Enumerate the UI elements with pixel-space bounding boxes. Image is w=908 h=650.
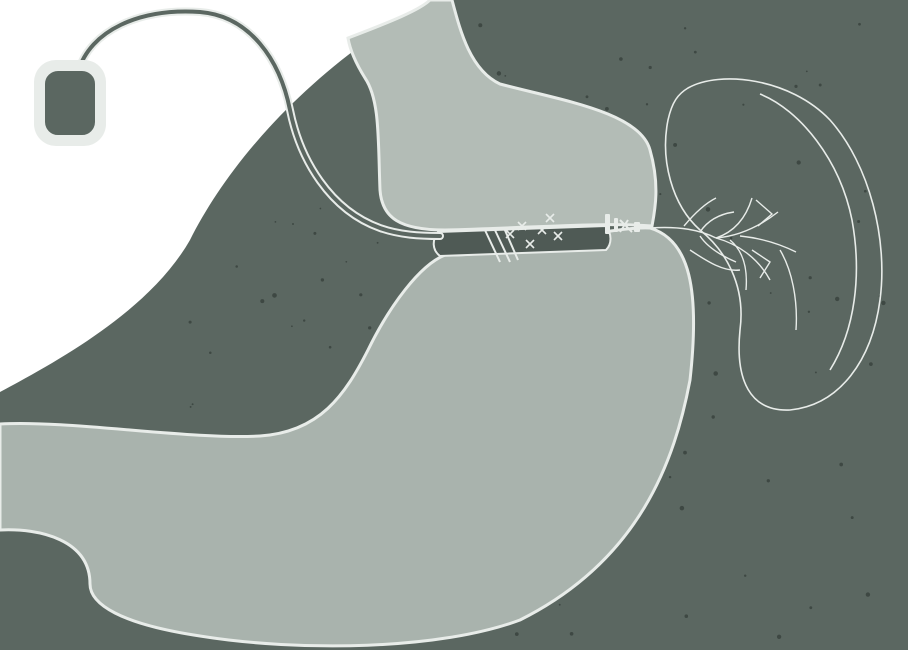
speckle xyxy=(659,193,661,195)
speckle xyxy=(857,220,860,223)
speckle xyxy=(864,190,867,193)
speckle xyxy=(190,406,192,408)
speckle xyxy=(707,301,710,304)
speckle xyxy=(684,27,686,29)
speckle xyxy=(192,403,194,405)
speckle xyxy=(292,223,294,225)
speckle xyxy=(683,451,687,455)
speckle xyxy=(806,70,808,72)
speckle xyxy=(605,107,609,111)
speckle xyxy=(815,371,817,373)
speckle xyxy=(321,278,324,281)
speckle xyxy=(497,71,501,75)
speckle xyxy=(275,221,277,223)
speckle xyxy=(303,319,305,321)
speckle xyxy=(377,242,379,244)
speckle xyxy=(189,321,192,324)
speckle xyxy=(368,326,371,329)
speckle xyxy=(835,297,839,301)
speckle xyxy=(619,57,623,61)
speckle xyxy=(646,103,648,105)
speckle xyxy=(291,325,293,327)
speckle xyxy=(515,632,519,636)
speckle xyxy=(559,604,561,606)
speckle xyxy=(770,292,772,294)
speckle xyxy=(713,371,718,376)
speckle xyxy=(744,574,746,576)
speckle xyxy=(359,293,362,296)
speckle xyxy=(272,293,277,298)
speckle xyxy=(680,506,685,511)
speckle xyxy=(819,84,822,87)
speckle xyxy=(694,51,697,54)
speckle xyxy=(673,143,677,147)
speckle xyxy=(235,265,238,268)
speckle xyxy=(706,207,711,212)
speckle xyxy=(478,23,482,27)
speckle xyxy=(851,516,854,519)
speckle xyxy=(685,614,689,618)
speckle xyxy=(669,476,671,478)
speckle xyxy=(313,232,316,235)
speckle xyxy=(808,311,810,313)
speckle xyxy=(858,23,861,26)
speckle xyxy=(329,346,332,349)
speckle xyxy=(866,592,870,596)
speckle xyxy=(794,85,797,88)
speckle xyxy=(712,415,715,418)
speckle xyxy=(586,95,589,98)
band-access-port xyxy=(34,60,106,146)
speckle xyxy=(570,632,574,636)
speckle xyxy=(839,463,843,467)
speckle xyxy=(345,261,347,263)
speckle xyxy=(809,276,812,279)
speckle xyxy=(742,104,744,106)
speckle xyxy=(260,299,264,303)
speckle xyxy=(797,160,801,164)
speckle xyxy=(209,352,212,355)
speckle xyxy=(730,237,733,240)
speckle xyxy=(320,208,322,210)
speckle xyxy=(809,606,812,609)
speckle xyxy=(767,479,770,482)
speckle xyxy=(649,66,652,69)
speckle xyxy=(869,362,873,366)
speckle xyxy=(777,635,781,639)
speckle xyxy=(881,301,885,305)
speckle xyxy=(504,75,506,77)
